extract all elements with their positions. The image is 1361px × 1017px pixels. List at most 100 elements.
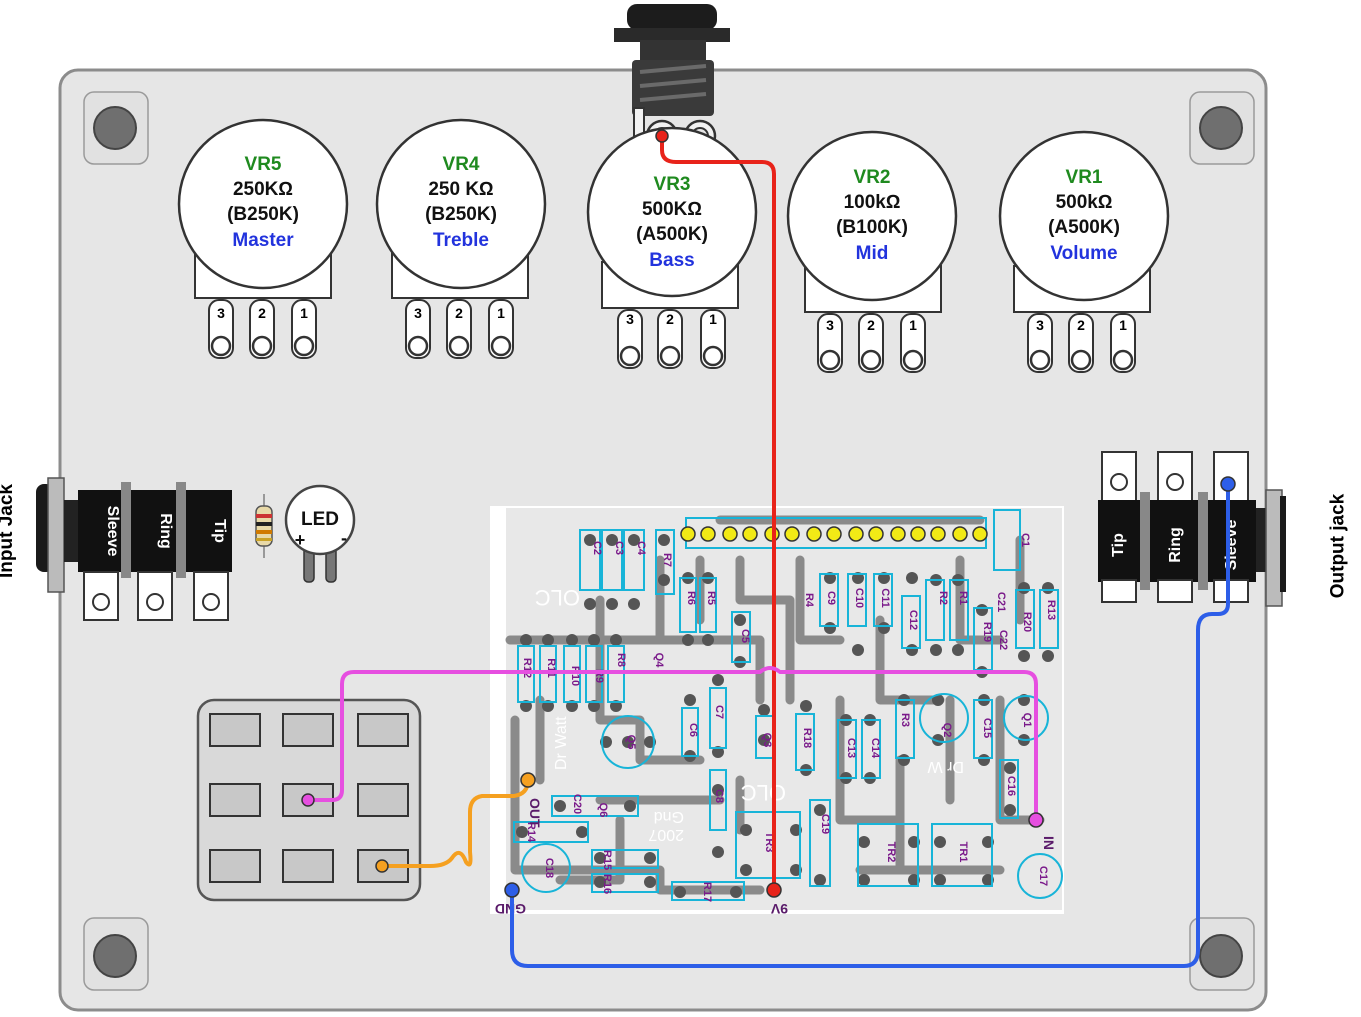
pcb-part-label: C5	[739, 629, 751, 643]
pcb-part-label: C6	[687, 723, 699, 737]
pot-vr1[interactable]: 3 2 1 VR1 500kΩ (A500K) Volume	[998, 130, 1170, 373]
pcb-part-label: R10	[569, 666, 581, 686]
pcb-part-label: C12	[907, 610, 919, 630]
pot-lug-number: 3	[217, 305, 225, 321]
wire-endpoint	[1220, 476, 1236, 492]
pcb-part-label: C2	[591, 541, 603, 555]
pot-vr5[interactable]: 3 2 1 VR5 250KΩ (B250K) Master	[177, 118, 349, 359]
led-plus: +	[295, 530, 306, 550]
pcb-part-label: C13	[845, 738, 857, 758]
wire-endpoint	[1028, 812, 1044, 828]
pcb-pads	[516, 534, 1054, 898]
pot-lug-number: 1	[300, 305, 308, 321]
pcb-text: Dr W	[927, 758, 964, 775]
pcb-part-label: C3	[613, 541, 625, 555]
pcb-part-label: C14	[869, 738, 881, 759]
pcb-part-label: Q3	[761, 733, 773, 748]
pcb-part-label: C7	[713, 705, 725, 719]
pot-lug-number: 1	[709, 311, 717, 327]
pcb-text: OLC	[535, 585, 580, 610]
wire-endpoint	[655, 129, 669, 143]
pcb-part-label: C9	[825, 591, 837, 605]
pot-value: 500kΩ	[1056, 192, 1113, 213]
pot-code: (B250K)	[227, 204, 299, 225]
pcb-part-label: R20	[1021, 612, 1033, 632]
pot-id: VR2	[854, 167, 891, 188]
pcb-part-label: R4	[803, 593, 815, 608]
pcb-part-label: R5	[705, 591, 717, 605]
pcb-pad-9v-label: 9V	[770, 901, 788, 917]
pcb-part-label: R1	[957, 591, 969, 605]
pot-id: VR5	[245, 154, 282, 175]
pcb-part-label: C17	[1037, 866, 1049, 886]
input-jack-title: Input Jack	[0, 484, 17, 578]
pcb-part-label: R8	[615, 653, 627, 667]
pcb-text: OLC	[741, 780, 786, 805]
pot-code: (B100K)	[836, 217, 908, 238]
wire-endpoint	[766, 882, 782, 898]
wire-endpoint	[301, 793, 315, 807]
screw-hole	[93, 934, 137, 978]
pcb-part-label: C8	[713, 789, 725, 803]
pot-lug-number: 3	[826, 317, 834, 333]
pcb-part-label: C11	[879, 588, 891, 608]
pcb-part-label: Q2	[941, 723, 953, 738]
pcb-part-label: R7	[661, 553, 673, 567]
pot-lug-number: 2	[666, 311, 674, 327]
pcb-part-label: C1	[1019, 533, 1031, 547]
pot-id: VR4	[443, 154, 480, 175]
output-jack-lug-label: Tip	[1110, 533, 1127, 557]
pcb-part-label: R19	[981, 622, 993, 642]
pot-lug-number: 2	[1077, 317, 1085, 333]
wire-endpoint	[520, 772, 536, 788]
pot-id: VR1	[1066, 167, 1103, 188]
pot-value: 500KΩ	[642, 199, 702, 220]
pcb-part-label: C16	[1005, 776, 1017, 796]
pot-name: Bass	[649, 250, 694, 271]
pot-vr4[interactable]: 3 2 1 VR4 250 KΩ (B250K) Treble	[375, 118, 547, 359]
output-jack-title: Output jack	[1327, 493, 1349, 599]
led-resistor	[255, 494, 273, 558]
pcb-part-label: C4	[635, 541, 647, 556]
pcb-part-label: Q1	[1021, 713, 1033, 728]
pcb-header-pins	[680, 526, 988, 542]
pot-lug-number: 3	[1036, 317, 1044, 333]
pot-id: VR3	[654, 174, 691, 195]
pcb-part-label: R6	[685, 591, 697, 605]
pcb-part-label: Q4	[653, 653, 665, 669]
input-jack-lug-label: Sleeve	[104, 506, 121, 557]
pot-name: Mid	[856, 243, 889, 264]
pot-value: 250KΩ	[233, 179, 293, 200]
screw-hole	[1199, 106, 1243, 150]
pot-lug-number: 1	[1119, 317, 1127, 333]
pcb-part-label: C21	[995, 592, 1007, 612]
wire-out	[380, 778, 530, 868]
pcb-part-label: R3	[899, 713, 911, 727]
pcb-part-label: R14	[525, 822, 537, 843]
input-jack-lug-label: Ring	[157, 513, 174, 549]
wire-ground	[510, 482, 1230, 968]
pcb-part-label: R15	[601, 850, 613, 870]
pcb-part-label: C22	[997, 630, 1009, 650]
pcb-pad-in-label: IN	[1041, 836, 1057, 850]
pot-vr2[interactable]: 3 2 1 VR2 100kΩ (B100K) Mid	[786, 130, 958, 373]
pcb-text: Gnd	[654, 808, 684, 825]
pot-name: Treble	[433, 230, 489, 251]
pcb-part-label: C20	[571, 794, 583, 814]
pcb-text: 2007	[648, 826, 684, 843]
pot-name: Volume	[1050, 243, 1117, 264]
input-jack[interactable]: Sleeve Ring Tip	[36, 477, 232, 621]
pot-lug-number: 2	[867, 317, 875, 333]
pcb-board: R12R11R10R9R8R7R6R5R4R3R2R1R13R14R15R16R…	[490, 506, 1064, 917]
pot-vr3[interactable]: 3 2 1 VR3 500KΩ (A500K) Bass	[586, 126, 758, 369]
wire-endpoint	[375, 859, 389, 873]
led-label: LED	[301, 509, 339, 530]
pcb-part-label: R16	[601, 874, 613, 894]
pcb-part-label: R17	[701, 882, 713, 902]
pcb-pad-out-label: OUT	[527, 798, 543, 828]
wire-endpoint	[504, 882, 520, 898]
pcb-part-label: R11	[545, 658, 557, 678]
pcb-part-label: TR1	[957, 842, 969, 863]
pcb-part-label: C15	[981, 718, 993, 738]
